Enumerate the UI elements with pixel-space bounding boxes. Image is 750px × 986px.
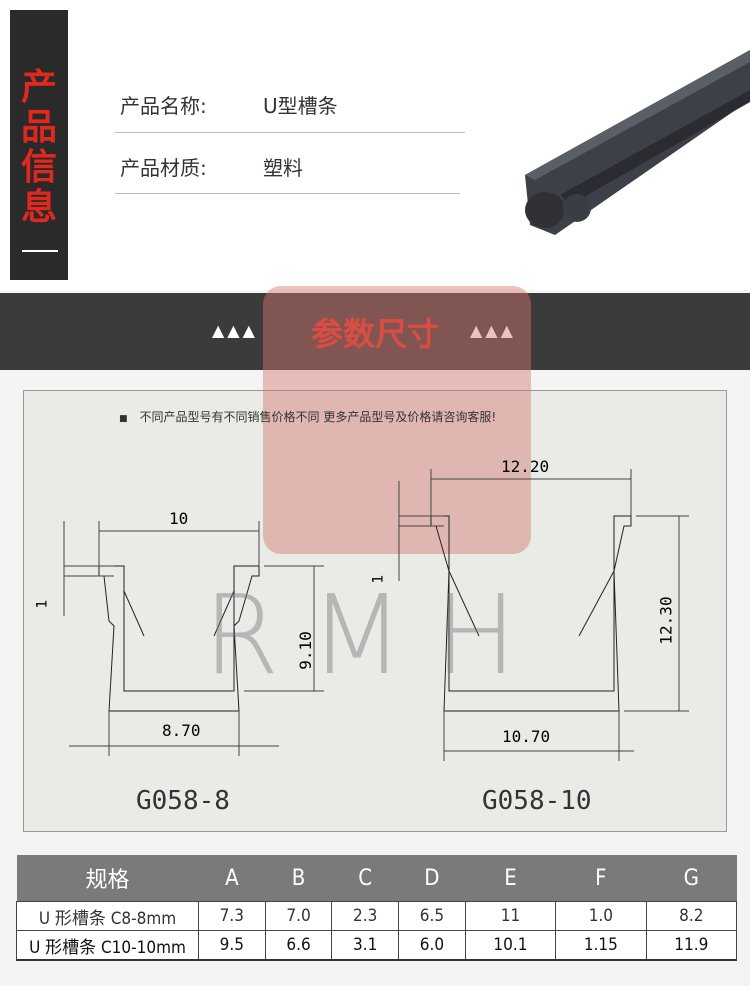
- table-header: 规格 A B C D E F G: [16, 855, 737, 902]
- cell: 8.2: [645, 901, 738, 931]
- dim-height-right: 12.30: [656, 596, 676, 645]
- product-material-row: 产品材质: 塑料: [120, 152, 303, 181]
- cell: 10.1: [464, 930, 557, 961]
- dim-bottom-width-right: 10.70: [502, 727, 551, 746]
- cell: 3.1: [331, 930, 400, 961]
- header-g: G: [646, 855, 737, 902]
- header-e: E: [465, 855, 556, 902]
- cell: 6.6: [264, 930, 333, 961]
- cell: 11: [464, 901, 557, 931]
- triangle-icon: ▲▲▲: [470, 321, 516, 340]
- cell: 11.9: [645, 930, 738, 961]
- header-f: F: [555, 855, 647, 902]
- product-name-value: U型槽条: [263, 94, 338, 118]
- cell: 6.5: [398, 901, 466, 931]
- triangle-icon: ▲▲▲: [212, 321, 258, 340]
- cell: 1.0: [555, 901, 647, 931]
- dim-lip-right: 1: [370, 574, 387, 584]
- drawing-svg: [63, 469, 689, 761]
- rmh-watermark: RMH: [202, 571, 548, 699]
- header-c: C: [331, 855, 399, 902]
- section-tab: 产品信息: [10, 10, 68, 280]
- banner-title: 参数尺寸: [310, 315, 439, 353]
- cell: 6.0: [398, 930, 466, 961]
- model-label-right: G058-10: [482, 786, 592, 816]
- params-banner: ▲▲▲ 参数尺寸 ▲▲▲: [0, 293, 750, 370]
- header-spec: 规格: [16, 855, 199, 902]
- dim-bottom-width-left: 8.70: [162, 721, 201, 740]
- price-note-text: 不同产品型号有不同销售价格不同 更多产品型号及价格请咨询客服!: [139, 410, 497, 424]
- cell: 7.0: [264, 901, 333, 931]
- cell: U 形槽条 C10-10mm: [16, 930, 199, 961]
- product-image: [525, 50, 750, 235]
- dim-top-width-left: 10: [169, 509, 189, 528]
- cell: 1.15: [555, 930, 647, 961]
- model-label-left: G058-8: [136, 786, 230, 816]
- dim-lip-left: 1: [34, 599, 51, 609]
- product-material-value: 塑料: [263, 156, 303, 180]
- divider: [22, 250, 58, 252]
- dim-top-width-right: 12.20: [501, 457, 550, 476]
- stamp-watermark: [263, 286, 531, 554]
- divider: [115, 132, 465, 133]
- dimension-drawing: ■不同产品型号有不同销售价格不同 更多产品型号及价格请咨询客服! RMH 10 …: [23, 286, 727, 832]
- header-a: A: [198, 855, 266, 902]
- cell: 9.5: [198, 930, 266, 961]
- divider: [115, 193, 460, 194]
- product-name-row: 产品名称: U型槽条: [120, 90, 338, 119]
- cell: U 形槽条 C8-8mm: [16, 901, 199, 931]
- cell: 2.3: [331, 901, 400, 931]
- section-title: 产品信息: [20, 67, 57, 228]
- product-info-section: 产品信息 产品名称: U型槽条 产品材质: 塑料: [0, 0, 750, 290]
- product-material-label: 产品材质:: [120, 156, 207, 180]
- price-note: ■不同产品型号有不同销售价格不同 更多产品型号及价格请咨询客服!: [119, 410, 497, 424]
- cell: 7.3: [198, 901, 266, 931]
- dim-height-left: 9.10: [295, 631, 315, 670]
- header-d: D: [398, 855, 466, 902]
- product-name-label: 产品名称:: [120, 94, 207, 118]
- header-b: B: [265, 855, 332, 902]
